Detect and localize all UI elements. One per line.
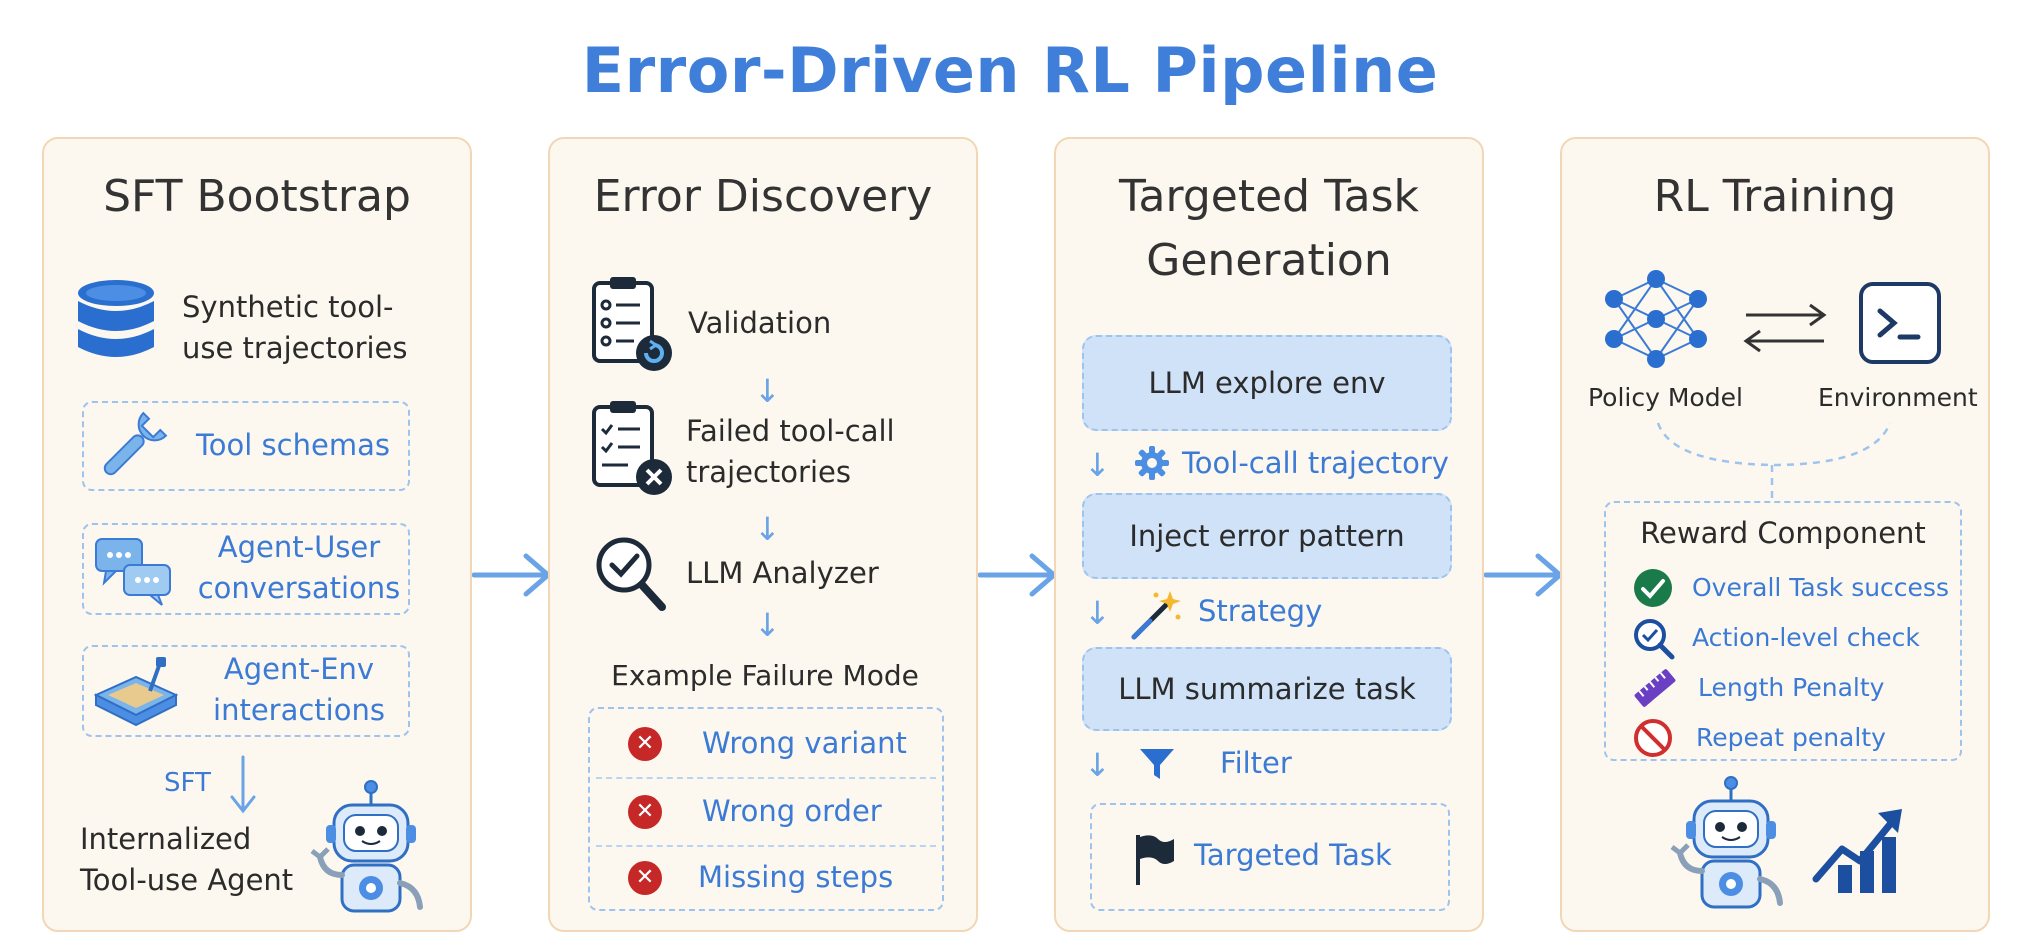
step-inject-error: Inject error pattern: [1082, 493, 1452, 579]
panel-rl-training: RL Training Policy Model Environment Rew…: [1560, 137, 1990, 932]
result-line-1: Internalized: [80, 822, 252, 856]
reward-label: Overall Task success: [1692, 573, 1949, 602]
panel-title: RL Training: [1653, 171, 1897, 222]
flow-arrow-3: [1483, 553, 1563, 597]
reward-component-box: Reward Component Overall Task success Ac…: [1604, 501, 1962, 761]
panel-title: SFT Bootstrap: [103, 171, 411, 222]
divider: [596, 777, 936, 779]
environment-label: Environment: [1818, 383, 1978, 412]
filter-label: Filter: [1220, 746, 1292, 780]
clipboard-refresh-icon: [592, 277, 672, 371]
reward-label: Repeat penalty: [1696, 723, 1886, 752]
flow-arrow-1: [471, 553, 551, 597]
synthetic-line-2: use trajectories: [182, 331, 408, 365]
arrow-down: ↓: [1084, 446, 1111, 484]
check-circle-icon: [1634, 569, 1672, 607]
result-line-2: Tool-use Agent: [80, 863, 294, 897]
panel-error-discovery: Error Discovery Validation ↓ Failed tool…: [548, 137, 978, 932]
tool-schemas-box: Tool schemas: [82, 401, 410, 491]
agent-user-line-2: conversations: [197, 571, 401, 605]
panel-title-line-1: Targeted Task: [1118, 171, 1420, 222]
no-entry-icon: [1634, 719, 1672, 757]
x-circle-icon: ✕: [628, 795, 662, 829]
ruler-icon: [1634, 669, 1676, 707]
synthetic-line-1: Synthetic tool-: [182, 290, 394, 324]
growth-chart-icon: [1812, 809, 1902, 893]
divider: [596, 845, 936, 847]
gear-icon: [1135, 446, 1169, 480]
tool-schemas-label: Tool schemas: [196, 428, 390, 462]
trajectory-label: Tool-call trajectory: [1182, 446, 1449, 480]
failed-line-1: Failed tool-call: [686, 414, 895, 448]
failure-mode-item: ✕ Wrong variant: [590, 711, 942, 777]
panel-title: Error Discovery: [593, 171, 933, 222]
step-label: LLM explore env: [1148, 366, 1386, 400]
targeted-task-label: Targeted Task: [1194, 838, 1392, 872]
chat-bubbles-icon: [95, 538, 171, 606]
filter-icon: [1140, 749, 1174, 779]
targeted-task-box: Targeted Task: [1090, 803, 1450, 911]
sft-label: SFT: [164, 768, 211, 798]
sft-arrow-down: [230, 755, 256, 814]
failure-mode-list: ✕ Wrong variant ✕ Wrong order ✕ Missing …: [588, 707, 944, 911]
database-icon: [78, 280, 154, 357]
robot-icon: [1670, 776, 1783, 909]
terminal-icon: [1859, 282, 1941, 364]
x-circle-icon: ✕: [628, 727, 662, 761]
failure-mode-item: ✕ Missing steps: [590, 845, 942, 911]
step-label: LLM summarize task: [1118, 672, 1416, 706]
step-label: Inject error pattern: [1129, 519, 1405, 553]
arrow-down: ↓: [1084, 594, 1111, 632]
policy-model-label: Policy Model: [1588, 383, 1743, 412]
search-check-icon: [1634, 619, 1675, 660]
magnifier-check-icon: [596, 537, 666, 611]
agent-env-line-1: Agent-Env: [223, 652, 375, 686]
validation-label: Validation: [688, 306, 832, 340]
example-failure-title: Example Failure Mode: [611, 659, 919, 692]
wrench-icon: [103, 411, 168, 476]
page-title: Error-Driven RL Pipeline: [581, 34, 1439, 107]
agent-user-box: Agent-User conversations: [82, 523, 410, 615]
connector-dashed: [1656, 422, 1892, 501]
panel-title-line-2: Generation: [1146, 235, 1392, 286]
flow-arrow-2: [977, 553, 1057, 597]
reward-label: Length Penalty: [1698, 673, 1885, 702]
magic-wand-icon: [1131, 591, 1181, 640]
panel-targeted-task-generation: Targeted Task Generation LLM explore env…: [1054, 137, 1484, 932]
flag-icon: [1136, 835, 1174, 885]
arrow-down: ↓: [754, 606, 781, 644]
step-llm-summarize: LLM summarize task: [1082, 647, 1452, 731]
neural-network-icon: [1605, 270, 1707, 368]
reward-title: Reward Component: [1640, 516, 1926, 550]
failure-mode-label: Missing steps: [698, 860, 894, 894]
failure-mode-label: Wrong order: [702, 794, 882, 828]
sandbox-icon: [93, 657, 179, 727]
arrow-down: ↓: [754, 372, 781, 410]
arrow-down: ↓: [1084, 746, 1111, 784]
panel-sft-bootstrap: SFT Bootstrap Synthetic tool- use trajec…: [42, 137, 472, 932]
x-circle-icon: ✕: [628, 861, 662, 895]
analyzer-label: LLM Analyzer: [686, 556, 879, 590]
arrow-down: ↓: [754, 510, 781, 548]
step-llm-explore: LLM explore env: [1082, 335, 1452, 431]
agent-user-line-1: Agent-User: [217, 530, 381, 564]
failed-line-2: trajectories: [686, 455, 851, 489]
agent-env-box: Agent-Env interactions: [82, 645, 410, 737]
reward-label: Action-level check: [1692, 623, 1920, 652]
failure-mode-label: Wrong variant: [702, 726, 907, 760]
exchange-arrows-icon: [1743, 303, 1827, 353]
strategy-label: Strategy: [1198, 594, 1323, 628]
clipboard-x-icon: [592, 401, 672, 495]
agent-env-line-2: interactions: [213, 693, 385, 727]
robot-icon: [310, 780, 423, 913]
failure-mode-item: ✕ Wrong order: [590, 779, 942, 845]
